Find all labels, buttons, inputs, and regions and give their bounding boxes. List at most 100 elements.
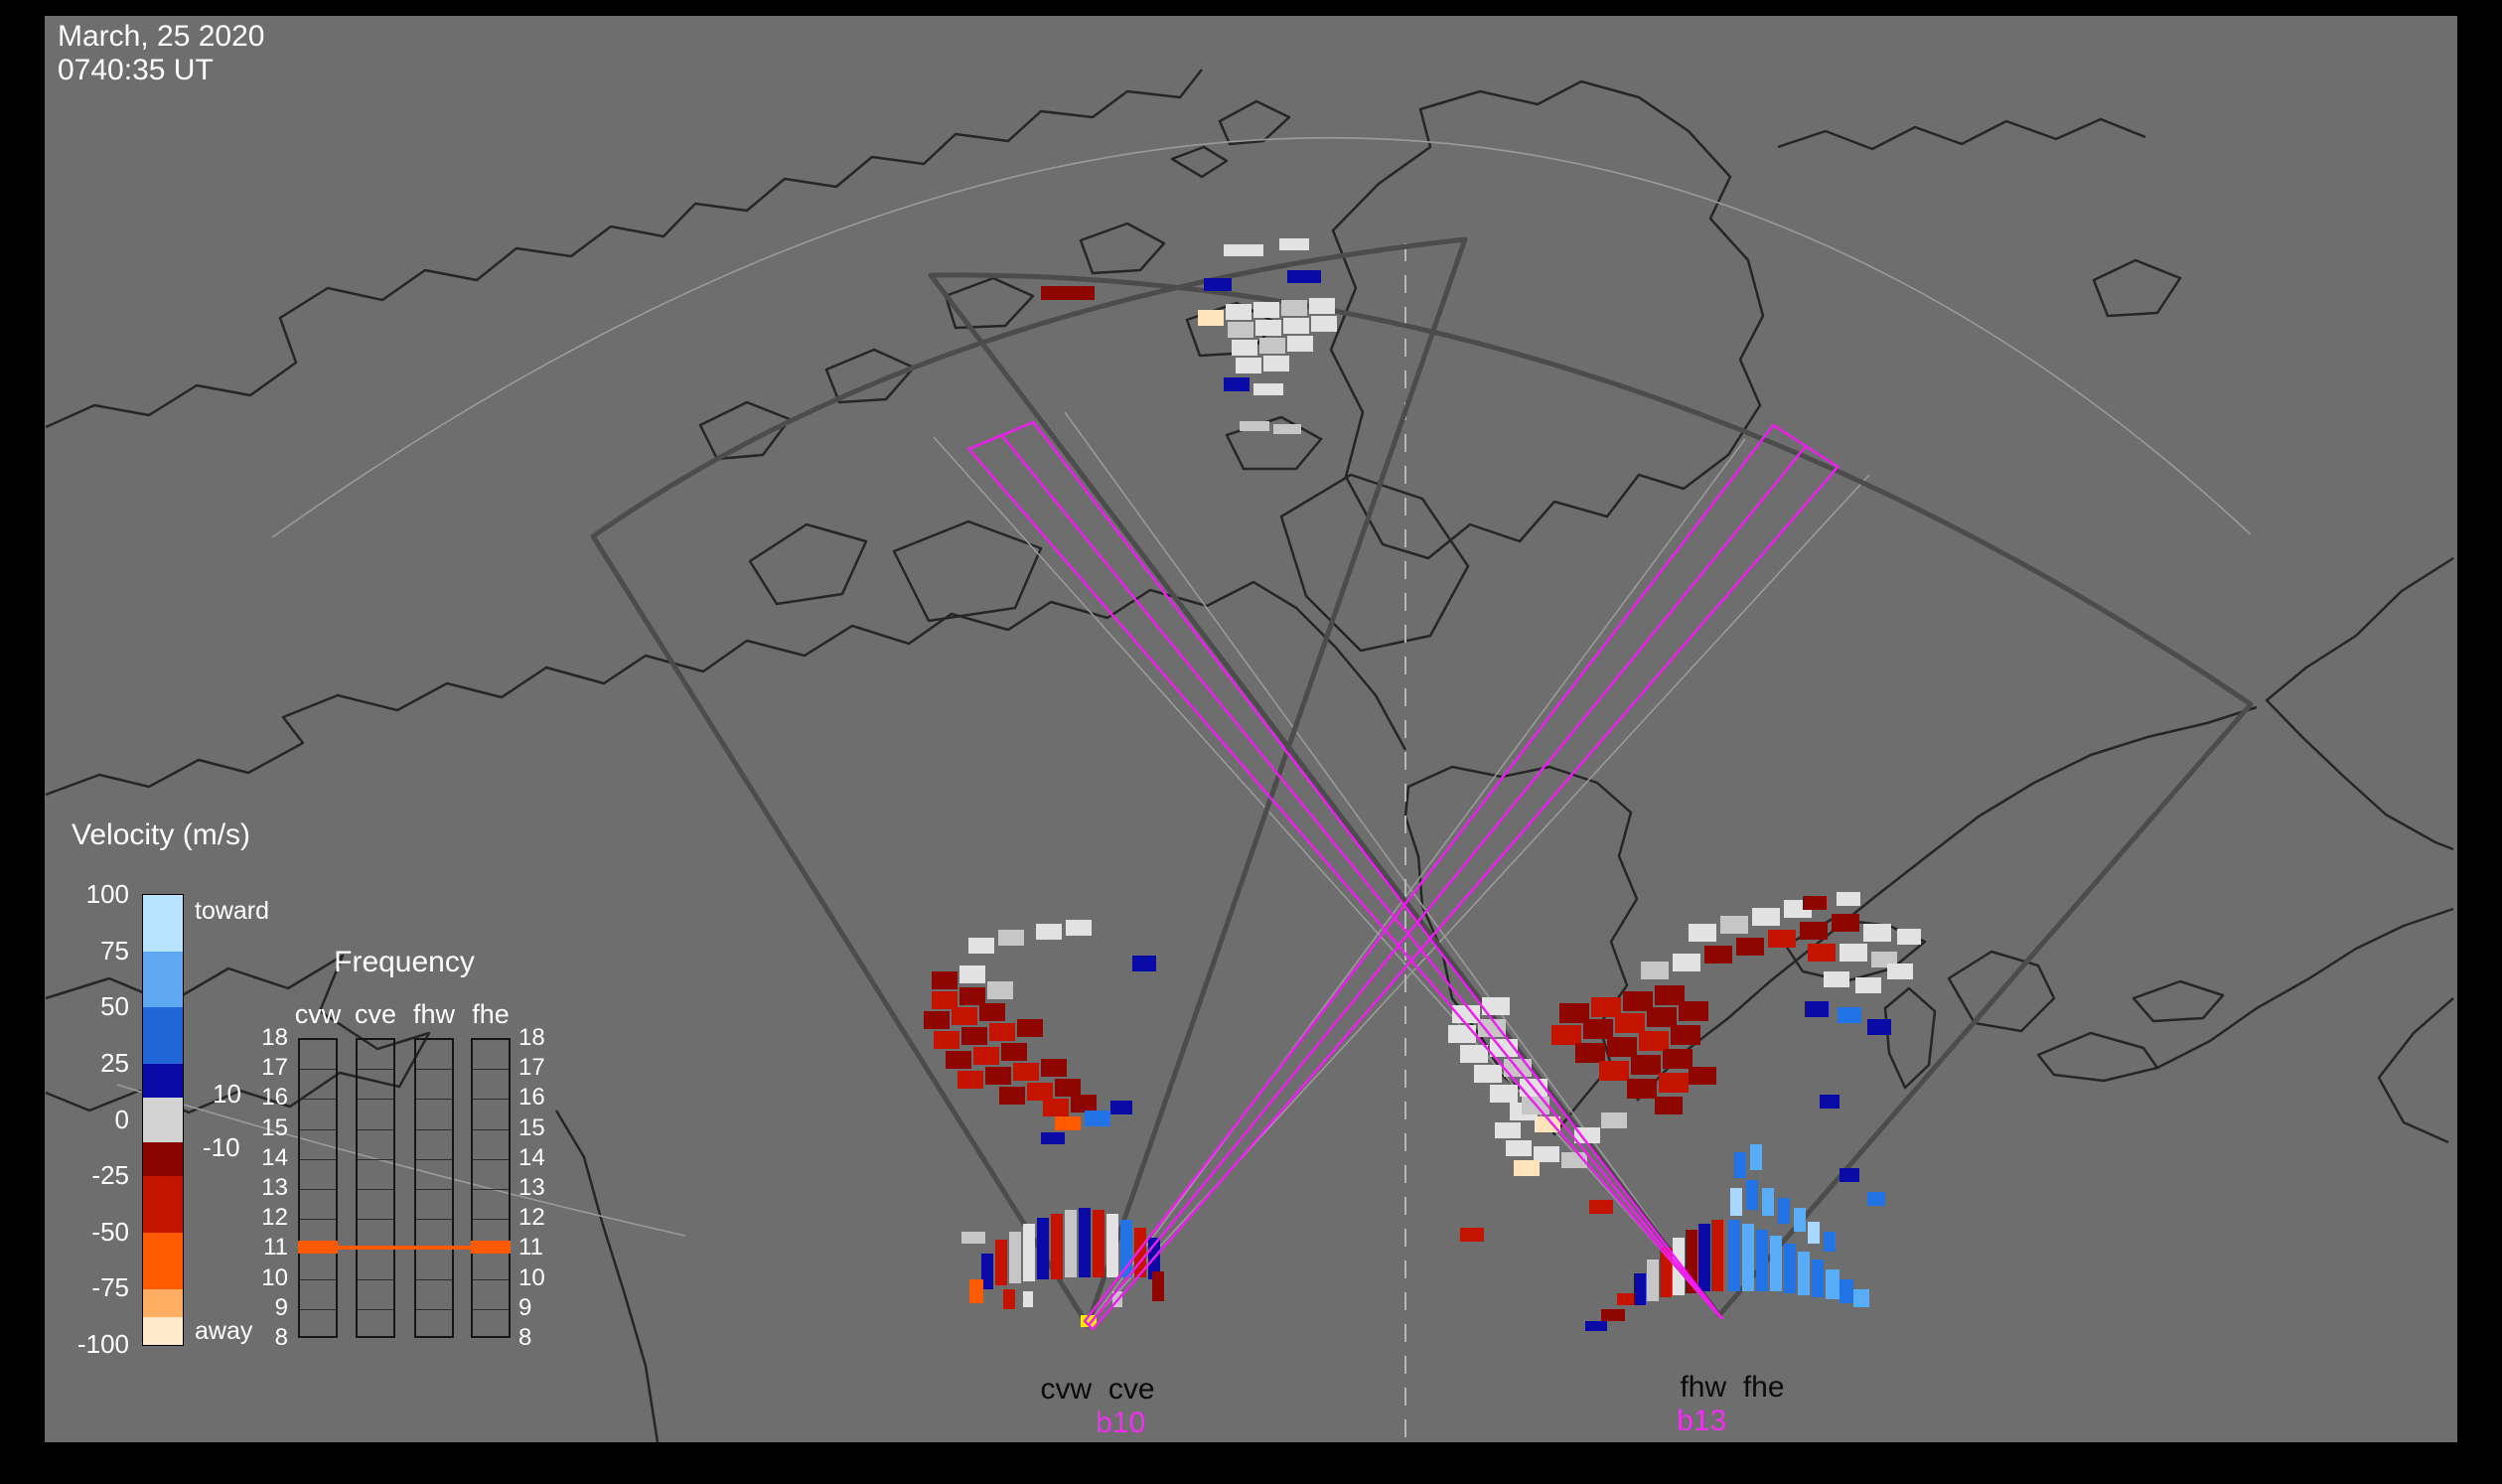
frequency-row-label-left: 13: [261, 1174, 288, 1201]
velocity-tick-label: -75: [91, 1272, 129, 1303]
velocity-cell: [1287, 336, 1313, 352]
colorbar-segment: [143, 952, 183, 1007]
frequency-row-label-right: 8: [518, 1324, 532, 1351]
velocity-cell: [1728, 1220, 1740, 1291]
velocity-tick-label: 0: [114, 1104, 129, 1134]
velocity-cell: [1273, 424, 1301, 434]
frequency-row-label-right: 16: [518, 1084, 545, 1112]
velocity-cell: [1655, 985, 1685, 1005]
frequency-grid-cell: [473, 1100, 509, 1130]
velocity-cell: [1478, 1019, 1506, 1037]
velocity-cell: [1673, 954, 1700, 971]
velocity-cell: [1689, 924, 1716, 942]
frequency-grid-cell: [416, 1310, 452, 1340]
velocity-cell: [1253, 383, 1283, 395]
velocity-cell: [1065, 1210, 1077, 1277]
frequency-column-cvw: cvw: [294, 999, 342, 1029]
velocity-cell: [1808, 1222, 1820, 1244]
colorbar-segment: [143, 1233, 183, 1289]
velocity-cell: [1585, 1321, 1607, 1331]
velocity-cell: [1093, 1210, 1104, 1277]
velocity-cell: [1655, 1097, 1683, 1114]
frequency-grid-cell: [358, 1250, 393, 1280]
frequency-grid-cell: [473, 1130, 509, 1160]
frequency-grid-cell: [358, 1100, 393, 1130]
frequency-row-label-right: 9: [518, 1293, 532, 1321]
velocity-cell: [1591, 997, 1621, 1017]
frequency-row-label-left: 16: [261, 1084, 288, 1112]
velocity-cell: [981, 1254, 993, 1289]
velocity-cell: [1887, 964, 1913, 979]
velocity-cell: [1003, 1289, 1015, 1309]
velocity-cell: [1001, 1043, 1027, 1061]
velocity-cell: [1599, 1061, 1629, 1081]
velocity-cell: [1132, 956, 1156, 971]
velocity-tick-label: 75: [100, 935, 129, 965]
velocity-cell: [1615, 1013, 1645, 1033]
velocity-cell: [1009, 1232, 1021, 1283]
frequency-grid-cell: [300, 1040, 336, 1071]
frequency-grid-cell: [416, 1250, 452, 1280]
velocity-cell: [1236, 358, 1261, 373]
velocity-cell: [1720, 916, 1748, 934]
frequency-grid-cell: [473, 1280, 509, 1310]
velocity-cell: [1534, 1146, 1559, 1162]
frequency-grid-cell: [300, 1070, 336, 1101]
velocity-cell: [1506, 1140, 1532, 1156]
velocity-cell: [1756, 1230, 1768, 1291]
beam-label-b13: b13: [1676, 1405, 1727, 1437]
velocity-cell: [1840, 1168, 1859, 1182]
velocity-cell: [1460, 1045, 1488, 1063]
velocity-cell: [1535, 1116, 1560, 1132]
frequency-grid-cell: [473, 1190, 509, 1221]
velocity-cell: [1631, 1055, 1661, 1075]
velocity-cell: [1607, 1037, 1637, 1057]
velocity-cell: [1490, 1085, 1518, 1103]
velocity-cell: [1043, 1099, 1069, 1116]
velocity-cell: [959, 965, 985, 983]
velocity-cell: [959, 987, 985, 1005]
colorbar-segment: [143, 1142, 183, 1176]
frequency-row-label-left: 8: [274, 1324, 288, 1351]
velocity-cell: [1730, 1188, 1742, 1216]
velocity-cell: [1840, 944, 1867, 962]
velocity-cell: [1551, 1025, 1581, 1045]
velocity-cell: [957, 1071, 983, 1089]
velocity-cell: [1066, 920, 1092, 936]
velocity-cell: [1733, 1152, 1745, 1178]
velocity-cell: [1263, 356, 1289, 371]
velocity-tick-label: 25: [100, 1047, 129, 1078]
frequency-grid-cell: [358, 1190, 393, 1221]
velocity-cell: [1253, 302, 1279, 318]
velocity-cell: [1867, 1192, 1885, 1206]
frequency-row-label-right: 11: [518, 1234, 543, 1261]
fov-outlines: [590, 236, 2254, 1328]
beam-label-b10: b10: [1095, 1407, 1146, 1439]
velocity-cell: [1820, 1095, 1840, 1109]
frequency-row-label-left: 9: [274, 1293, 288, 1321]
velocity-cell: [1897, 929, 1921, 945]
velocity-tick-label: -50: [91, 1216, 129, 1247]
colorbar-segment: [143, 1098, 183, 1142]
frequency-column-fhe: fhe: [472, 999, 510, 1029]
velocity-cell: [1224, 244, 1263, 256]
velocity-cell: [1689, 1067, 1716, 1085]
velocity-cell: [952, 1007, 977, 1025]
frequency-grid-cell: [300, 1160, 336, 1190]
velocity-cell: [1474, 1065, 1502, 1083]
velocity-cell: [1679, 1001, 1708, 1021]
velocity-cell: [987, 981, 1013, 999]
velocity-cell: [1204, 278, 1232, 291]
velocity-cell: [1514, 1160, 1540, 1176]
frequency-row-label-right: 10: [518, 1263, 545, 1291]
graticule: [116, 137, 2252, 1326]
velocity-cell: [979, 1003, 1005, 1021]
frequency-row-label-right: 15: [518, 1113, 545, 1141]
colorbar-segment: [143, 895, 183, 952]
latitude-circle-lower: [116, 1084, 686, 1237]
frequency-column-box: [356, 1038, 395, 1338]
frequency-grid-cell: [416, 1190, 452, 1221]
frequency-grid-cell: [300, 1100, 336, 1130]
velocity-cell: [1460, 1228, 1484, 1242]
frequency-row-label-right: 17: [518, 1054, 545, 1082]
